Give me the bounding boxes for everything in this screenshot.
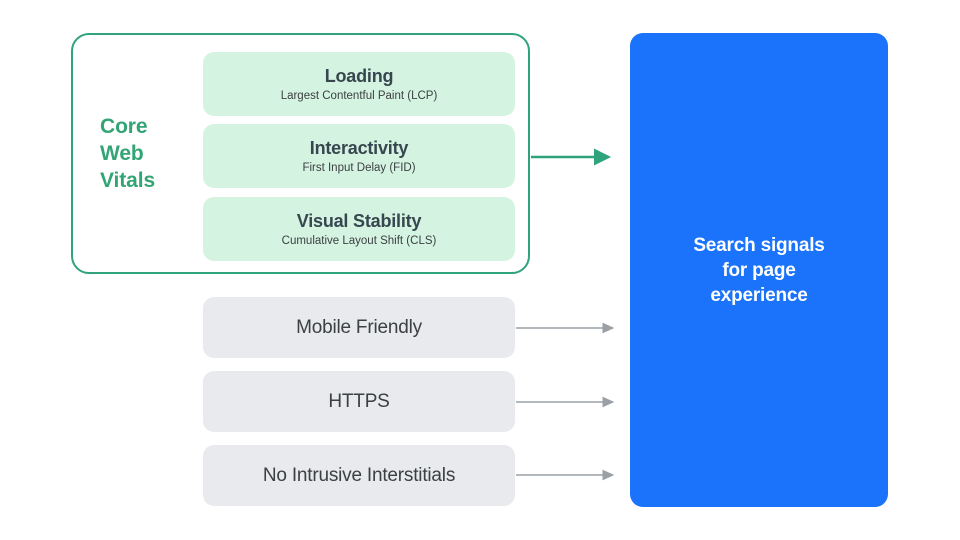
signal-label: HTTPS xyxy=(328,390,390,412)
metric-card-interactivity: Interactivity First Input Delay (FID) xyxy=(203,124,515,188)
metric-subtitle: Cumulative Layout Shift (CLS) xyxy=(281,234,437,247)
signal-box-mobile-friendly: Mobile Friendly xyxy=(203,297,515,358)
core-web-vitals-label: Core Web Vitals xyxy=(100,115,156,192)
metric-title: Interactivity xyxy=(309,137,409,158)
metric-card-visual-stability: Visual Stability Cumulative Layout Shift… xyxy=(203,197,515,261)
metric-card-loading: Loading Largest Contentful Paint (LCP) xyxy=(203,52,515,116)
metric-title: Loading xyxy=(324,65,394,86)
metric-subtitle: Largest Contentful Paint (LCP) xyxy=(280,89,438,102)
search-signals-box: Search signals for page experience xyxy=(630,33,888,507)
metric-title: Visual Stability xyxy=(296,210,422,231)
search-signals-text: Search signals for page experience xyxy=(693,234,825,306)
metric-subtitle: First Input Delay (FID) xyxy=(302,161,416,174)
signal-box-https: HTTPS xyxy=(203,371,515,432)
signal-label: No Intrusive Interstitials xyxy=(262,464,456,486)
core-web-vitals-group xyxy=(71,33,530,274)
signal-box-no-intrusive-interstitials: No Intrusive Interstitials xyxy=(203,445,515,506)
signal-label: Mobile Friendly xyxy=(296,316,422,338)
